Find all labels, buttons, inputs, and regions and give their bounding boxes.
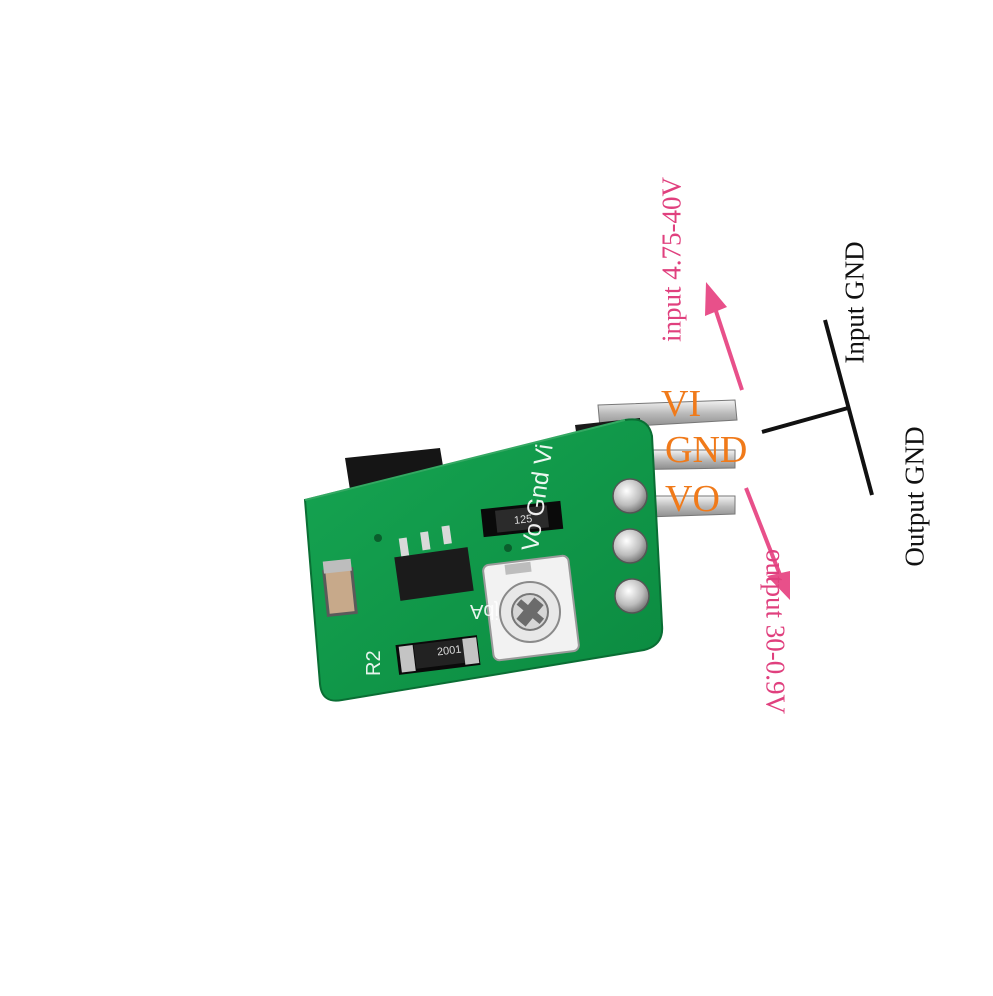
via-hole [374,534,382,542]
output-gnd-label: Output GND [899,426,930,567]
output-arrow [744,487,790,600]
via-hole [504,544,512,552]
output-range-label: output 30-0.9V [760,549,791,714]
input-arrow [705,282,744,391]
capacitor-code: 125 [513,513,533,527]
pin-label-gnd: GND [665,429,748,471]
ic-chip [394,525,474,601]
pin-pads [612,478,650,614]
input-gnd-label: Input GND [839,241,870,364]
tantalum-capacitor [322,558,358,617]
resistor-2001 [395,635,481,675]
capacitor-125 [480,500,564,538]
silkscreen-adj: Adj [470,600,499,622]
pin-label-vo: VO [665,478,720,520]
trim-potentiometer [482,554,580,662]
silkscreen-r2: R2 [363,650,385,676]
pin-label-vi: VI [661,383,702,425]
gnd-bracket [761,319,874,496]
input-range-label: input 4.75-40V [656,177,687,342]
